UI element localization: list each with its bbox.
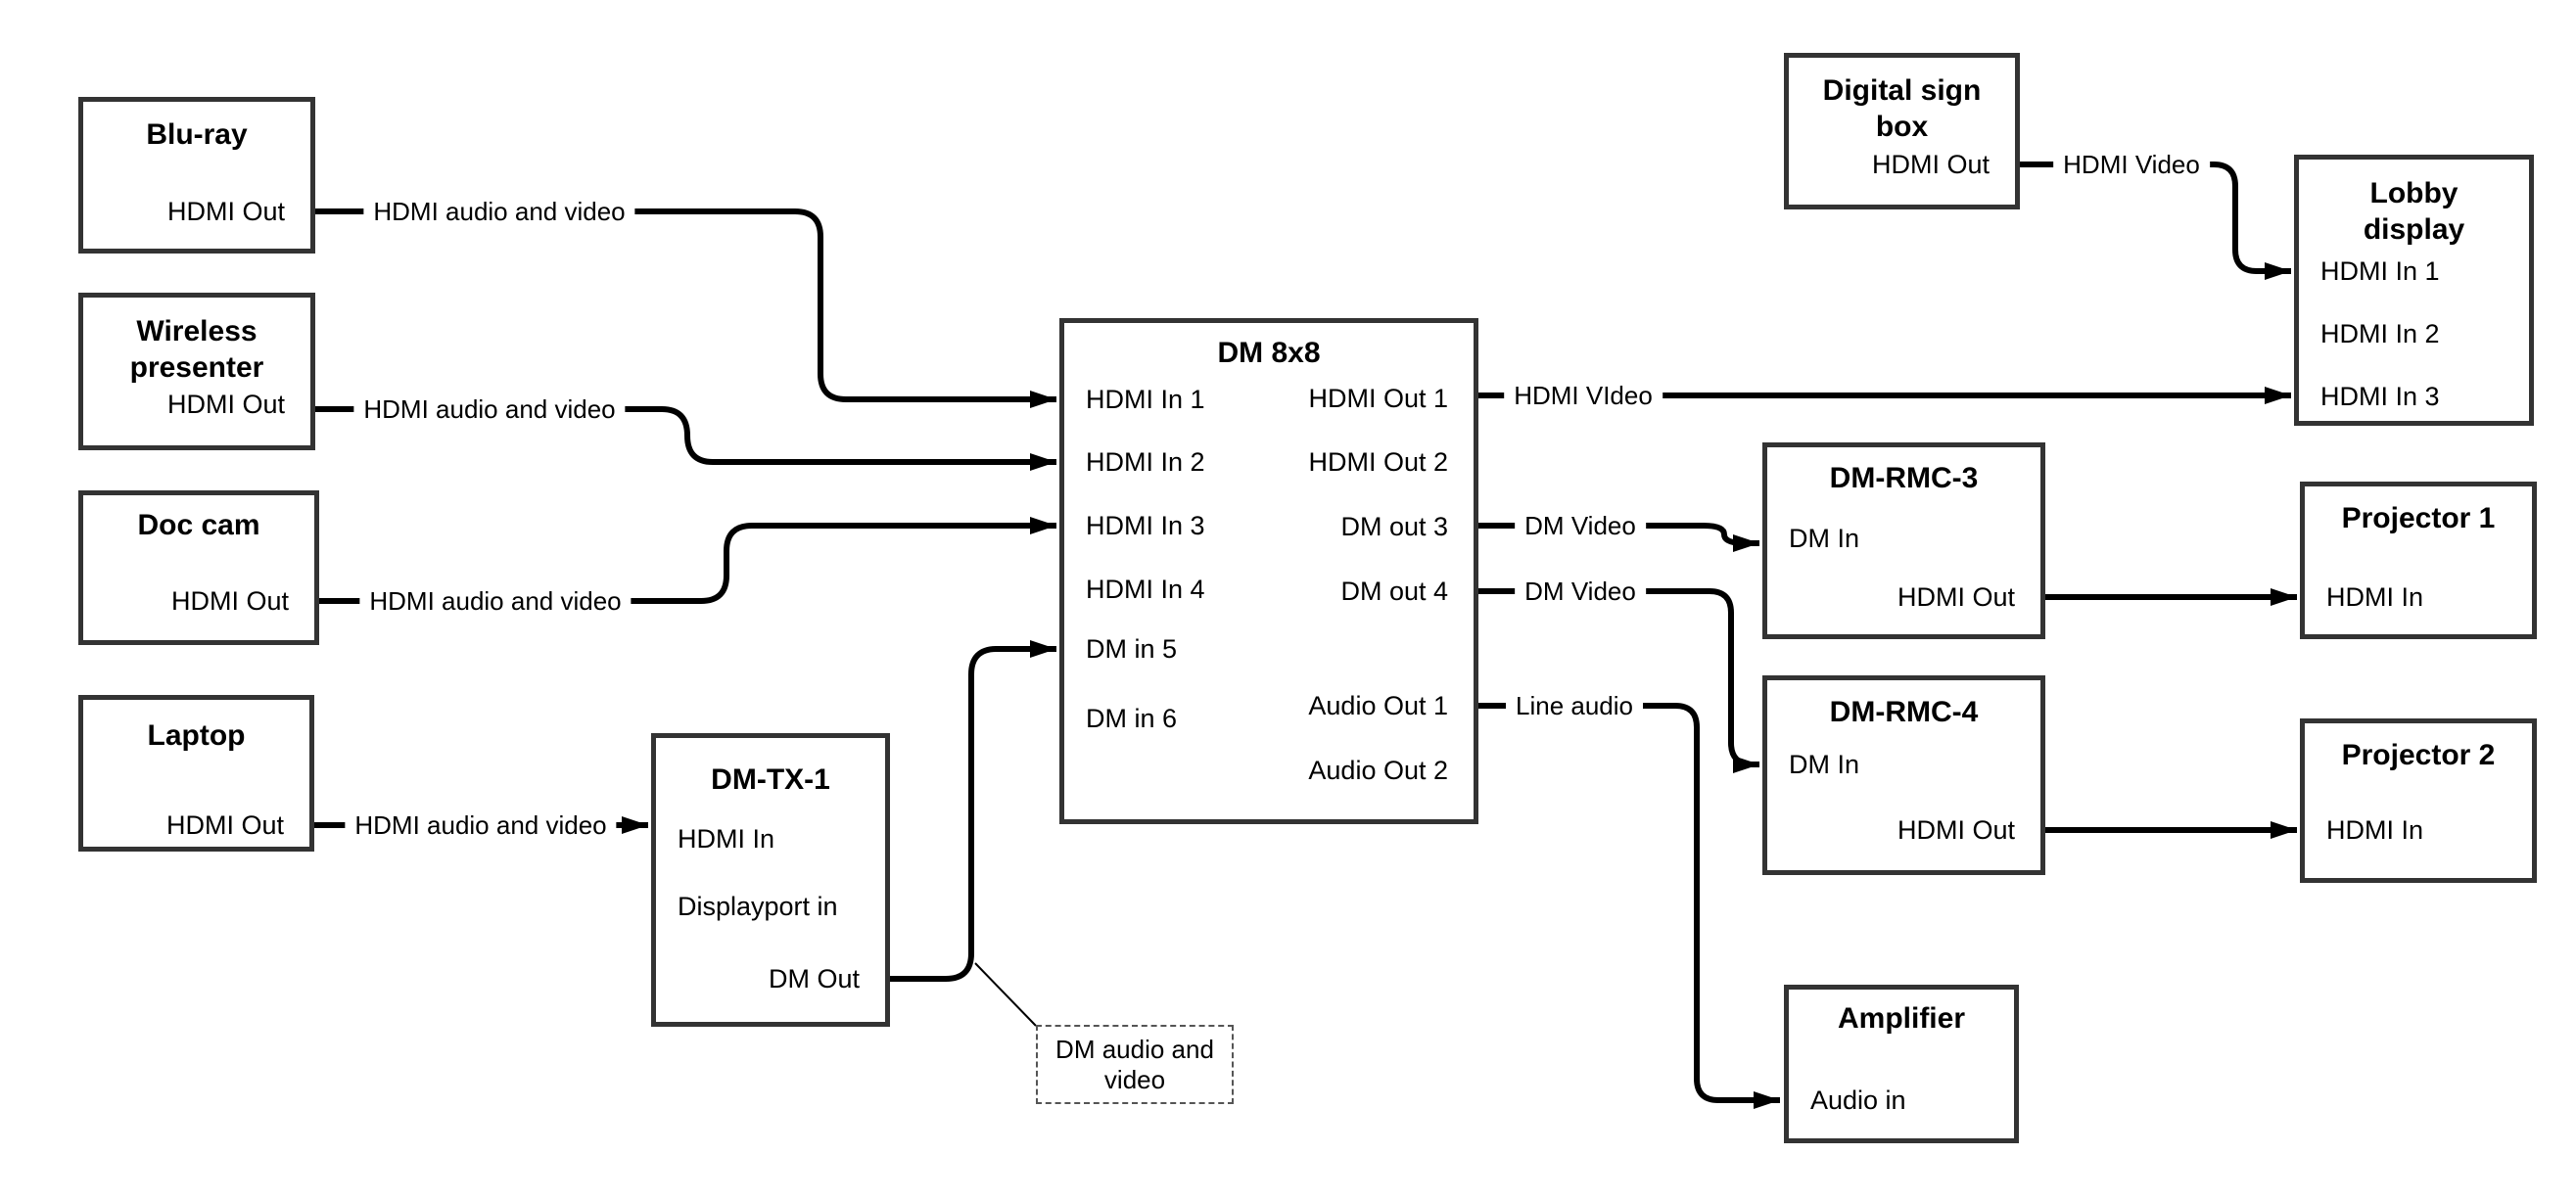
lobby-display-title-line: display (2363, 213, 2465, 246)
dm-8x8-port-dm-in-6: DM in 6 (1086, 704, 1178, 733)
projector-1-title: Projector 1 (2305, 500, 2532, 536)
dm-rmc-4-port-hdmi-out: HDMI Out (1897, 815, 2015, 845)
projector-1-title-line: Projector 1 (2341, 502, 2496, 534)
wireless-presenter-title: Wireless presenter (83, 313, 310, 386)
wire-bluray-hdmi-out-to-dm8x8-hdmi-in-1 (315, 208, 1056, 408)
doc-cam-port-hdmi-out: HDMI Out (170, 586, 289, 616)
wire-dmtx1-dm-out-to-dm8x8-dm-in-5 (890, 640, 1056, 982)
dm-rmc-3-port-hdmi-out: HDMI Out (1897, 582, 2015, 612)
dm-audio-and-video-note-line: DM audio and (1055, 1034, 1214, 1064)
dm-8x8-port-dm-out-3: DM out 3 (1340, 512, 1448, 541)
dm-tx-1-port-displayport-in: Displayport in (678, 892, 838, 921)
dm-8x8-title-line: DM 8x8 (1217, 337, 1321, 369)
wire-label-dm8x8-dm-out-4-to-rmc4-dm-in: DM Video (1515, 576, 1646, 607)
blu-ray-title: Blu-ray (83, 116, 310, 153)
doc-cam-title-line: Doc cam (137, 509, 260, 541)
wire-doccam-hdmi-out-to-dm8x8-hdmi-in-3 (319, 517, 1056, 604)
wire-label-dm8x8-dm-out-3-to-rmc3-dm-in: DM Video (1515, 510, 1646, 541)
blu-ray-port-hdmi-out: HDMI Out (166, 197, 285, 226)
node-projector-1: Projector 1 HDMI In (2300, 482, 2537, 639)
dm-8x8-port-hdmi-in-3: HDMI In 3 (1086, 511, 1205, 540)
amplifier-title: Amplifier (1789, 1000, 2014, 1037)
projector-2-port-hdmi-in: HDMI In (2326, 815, 2424, 845)
wire-label-wireless-hdmi-out-to-dm8x8-hdmi-in-2: HDMI audio and video (353, 393, 626, 425)
lobby-display-port-hdmi-in-3: HDMI In 3 (2320, 382, 2440, 411)
lobby-display-title: Lobby display (2299, 175, 2529, 248)
dm-8x8-title: DM 8x8 (1064, 335, 1474, 371)
dm-rmc-3-port-dm-in: DM In (1789, 524, 1860, 553)
lobby-display-port-hdmi-in-1: HDMI In 1 (2320, 256, 2440, 286)
laptop-title-line: Laptop (147, 719, 246, 752)
dm-8x8-port-audio-out-1: Audio Out 1 (1308, 691, 1448, 720)
dm-8x8-port-hdmi-out-1: HDMI Out 1 (1308, 384, 1448, 413)
digital-sign-box-title-line: Digital sign (1822, 74, 1982, 107)
dm-8x8-port-dm-in-5: DM in 5 (1086, 634, 1178, 664)
wireless-presenter-title-line: Wireless (136, 315, 258, 347)
wire-digital-sign-hdmi-out-to-lobby-hdmi-in-1 (2020, 162, 2291, 280)
digital-sign-box-title-line: box (1875, 111, 1929, 143)
wireless-presenter-port-hdmi-out: HDMI Out (166, 390, 285, 419)
dm-tx-1-port-dm-out: DM Out (768, 964, 860, 993)
projector-2-title: Projector 2 (2305, 737, 2532, 773)
wire-label-digital-sign-hdmi-out-to-lobby-hdmi-in-1: HDMI Video (2053, 149, 2210, 180)
dm-rmc-4-title: DM-RMC-4 (1767, 694, 2040, 730)
dm-8x8-port-dm-out-4: DM out 4 (1340, 577, 1448, 606)
blu-ray-title-line: Blu-ray (146, 118, 248, 151)
node-dm-rmc-3: DM-RMC-3 DM In HDMI Out (1762, 442, 2045, 639)
dm-rmc-4-title-line: DM-RMC-4 (1829, 696, 1979, 728)
dm-tx-1-title: DM-TX-1 (656, 762, 885, 798)
dm-rmc-4-port-dm-in: DM In (1789, 750, 1860, 779)
projector-1-port-hdmi-in: HDMI In (2326, 582, 2424, 612)
lobby-display-port-hdmi-in-2: HDMI In 2 (2320, 319, 2440, 348)
dm-8x8-port-audio-out-2: Audio Out 2 (1308, 756, 1448, 785)
wire-label-dm8x8-audio-out-1-to-amplifier-audio-in: Line audio (1506, 690, 1643, 721)
laptop-port-hdmi-out: HDMI Out (165, 810, 284, 840)
wire-label-bluray-hdmi-out-to-dm8x8-hdmi-in-1: HDMI audio and video (363, 196, 635, 227)
wire-label-dm8x8-hdmi-out-1-to-lobby-hdmi-in-3: HDMI VIdeo (1504, 380, 1663, 411)
dm-tx-1-port-hdmi-in: HDMI In (678, 824, 775, 854)
dm-8x8-port-hdmi-out-2: HDMI Out 2 (1308, 447, 1448, 477)
amplifier-title-line: Amplifier (1837, 1002, 1966, 1035)
dm-8x8-port-hdmi-in-4: HDMI In 4 (1086, 575, 1205, 604)
dm-rmc-3-title: DM-RMC-3 (1767, 460, 2040, 496)
wire-dm8x8-audio-out-1-to-amplifier-audio-in (1478, 703, 1780, 1109)
wire-label-laptop-hdmi-out-to-dmtx1-hdmi-in: HDMI audio and video (345, 809, 617, 841)
dm-8x8-port-hdmi-in-2: HDMI In 2 (1086, 447, 1205, 477)
amplifier-port-audio-in: Audio in (1810, 1086, 1906, 1115)
digital-sign-box-port-hdmi-out: HDMI Out (1871, 150, 1990, 179)
dm-rmc-3-title-line: DM-RMC-3 (1829, 462, 1979, 494)
node-dm-rmc-4: DM-RMC-4 DM In HDMI Out (1762, 675, 2045, 875)
wire-dm8x8-dm-out-4-to-rmc4-dm-in (1478, 588, 1759, 773)
wire-wireless-hdmi-out-to-dm8x8-hdmi-in-2 (315, 406, 1056, 471)
dm-8x8-port-hdmi-in-1: HDMI In 1 (1086, 385, 1205, 414)
dm-tx-1-title-line: DM-TX-1 (711, 763, 830, 796)
laptop-title: Laptop (83, 717, 309, 754)
wire-label-doccam-hdmi-out-to-dm8x8-hdmi-in-3: HDMI audio and video (359, 585, 632, 617)
dm-audio-and-video-note-line: video (1103, 1064, 1166, 1094)
doc-cam-title: Doc cam (83, 507, 314, 543)
lobby-display-title-line: Lobby (2369, 177, 2459, 209)
wireless-presenter-title-line: presenter (129, 351, 264, 384)
node-projector-2: Projector 2 HDMI In (2300, 718, 2537, 883)
digital-sign-box-title: Digital sign box (1789, 72, 2015, 145)
wire-dm8x8-dm-out-3-to-rmc3-dm-in (1478, 523, 1759, 552)
projector-2-title-line: Projector 2 (2341, 739, 2496, 771)
note-leader-line (974, 962, 1037, 1027)
